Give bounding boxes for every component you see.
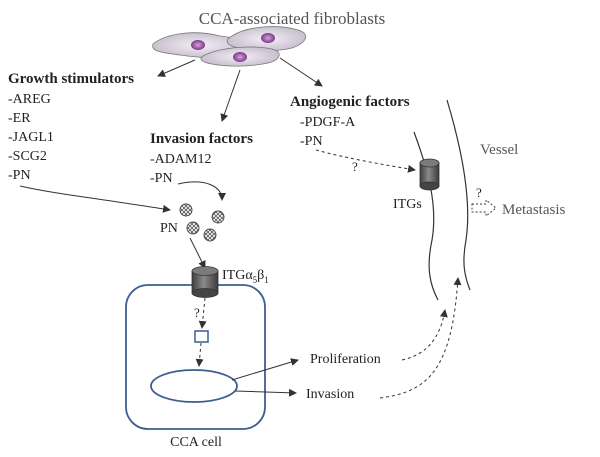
angio-heading: Angiogenic factors — [290, 94, 410, 110]
itgs-label: ITGs — [393, 197, 422, 212]
question-mark-angio: ? — [352, 159, 358, 174]
arrow-invasion-vessel — [379, 277, 462, 399]
growth-item: -JAGL1 — [8, 130, 54, 145]
invasion-heading: Invasion factors — [150, 131, 253, 147]
invasion-factors-group: Invasion factors -ADAM12 -PN — [150, 131, 253, 186]
pn-label: PN — [160, 221, 178, 236]
nucleus-shape — [150, 369, 238, 403]
question-mark-signal: ? — [194, 305, 200, 320]
periostin-particles-icon — [179, 203, 225, 242]
metastasis-dashed-arrow-icon — [471, 199, 497, 217]
metastasis-label: Metastasis — [502, 202, 565, 218]
arrow-angio-itgs — [315, 149, 416, 173]
arrow-to-invasion — [220, 69, 241, 122]
integrin-label: ITGα5β1 — [222, 268, 269, 285]
arrow-proliferation-vessel — [401, 309, 448, 361]
question-mark-metastasis: ? — [476, 185, 482, 200]
signal-mediator-box — [194, 330, 209, 343]
itgs-receptor-icon — [419, 158, 440, 191]
arrow-pn-receptor — [189, 237, 206, 269]
fibroblast-cluster-icon — [152, 26, 307, 67]
growth-item: -AREG — [8, 92, 51, 107]
vessel-label: Vessel — [480, 142, 518, 158]
signal-to-nucleus-line — [195, 342, 204, 367]
arrow-proliferation — [231, 358, 299, 381]
growth-heading: Growth stimulators — [8, 71, 134, 87]
angiogenic-factors-group: Angiogenic factors -PDGF-A -PN — [290, 94, 410, 149]
arrow-to-angio — [279, 57, 323, 87]
proliferation-label: Proliferation — [310, 352, 381, 367]
growth-item: -PN — [8, 168, 31, 183]
invasion-label: Invasion — [306, 387, 354, 402]
signal-dashed-line — [198, 297, 207, 329]
growth-item: -SCG2 — [8, 149, 47, 164]
arrow-growth-pn — [19, 185, 171, 213]
title-text: CCA-associated fibroblasts — [199, 9, 386, 28]
vessel-walls — [413, 99, 471, 301]
growth-item: -ER — [8, 111, 31, 126]
arrow-invasion-pn — [177, 181, 226, 201]
arrow-invasion-out — [234, 388, 297, 397]
growth-stimulators-group: Growth stimulators -AREG -ER -JAGL1 -SCG… — [8, 71, 134, 183]
angio-item: -PN — [300, 134, 323, 149]
angio-item: -PDGF-A — [300, 115, 356, 130]
integrin-alpha5-beta1-icon — [191, 266, 219, 298]
arrow-to-growth — [157, 59, 196, 77]
invasion-item: -PN — [150, 171, 173, 186]
cca-cell-label: CCA cell — [170, 435, 222, 450]
invasion-item: -ADAM12 — [150, 152, 211, 167]
